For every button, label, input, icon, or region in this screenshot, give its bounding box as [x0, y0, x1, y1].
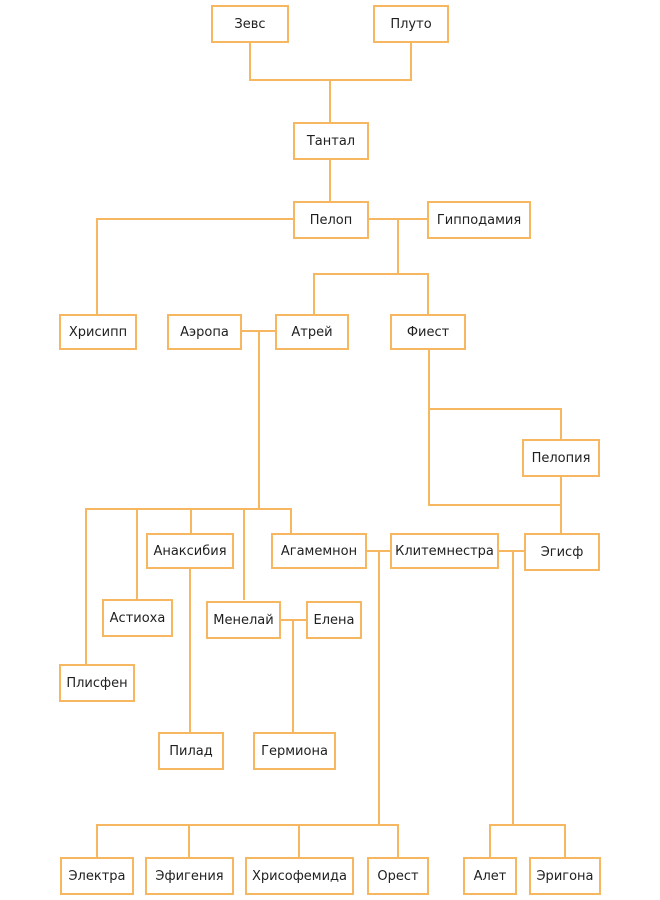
node-pleisthenes: Плисфен [59, 664, 135, 702]
node-thyestes: Фиест [390, 314, 466, 350]
node-erigone: Эригона [529, 857, 601, 895]
node-clytemnestra: Клитемнестра [390, 533, 499, 569]
connector-zeus-pluto [249, 42, 412, 81]
node-aegisthus: Эгисф [524, 533, 600, 571]
node-pelopia: Пелопия [522, 439, 600, 477]
node-tantal: Тантал [293, 122, 369, 160]
node-astyoche: Астиоха [102, 599, 173, 637]
node-menelaus: Менелай [206, 601, 281, 639]
node-agamemnon: Агамемнон [271, 533, 367, 569]
node-pelop: Пелоп [293, 201, 369, 239]
connector-aegisthus-children [489, 550, 566, 826]
node-atreus: Атрей [275, 314, 349, 350]
node-hippodamia: Гипподамия [427, 201, 531, 239]
connector-to-atreus-thyestes [313, 218, 429, 315]
connector-agamemnon-children [96, 550, 399, 826]
connector-thyestes-pelopia [428, 349, 562, 440]
node-chrysippus: Хрисипп [59, 314, 137, 350]
node-orestes: Орест [367, 857, 429, 895]
node-anaxibia: Анаксибия [146, 533, 234, 569]
connector-pelop-chrysippus [96, 218, 294, 315]
connector-atreus-children [85, 330, 292, 510]
node-pylades: Пилад [158, 732, 224, 770]
node-electra: Электра [60, 857, 134, 895]
node-iphigenia: Эфигения [145, 857, 234, 895]
node-aerope: Аэропа [167, 314, 242, 350]
node-aletes: Алет [463, 857, 517, 895]
node-hermione: Гермиона [253, 732, 336, 770]
node-pluto: Плуто [373, 5, 449, 43]
node-zeus: Зевс [211, 5, 289, 43]
node-helen: Елена [306, 601, 362, 639]
node-chrysothemis: Хрисофемида [245, 857, 354, 895]
connector-thyestes-aegisthus [428, 408, 562, 506]
